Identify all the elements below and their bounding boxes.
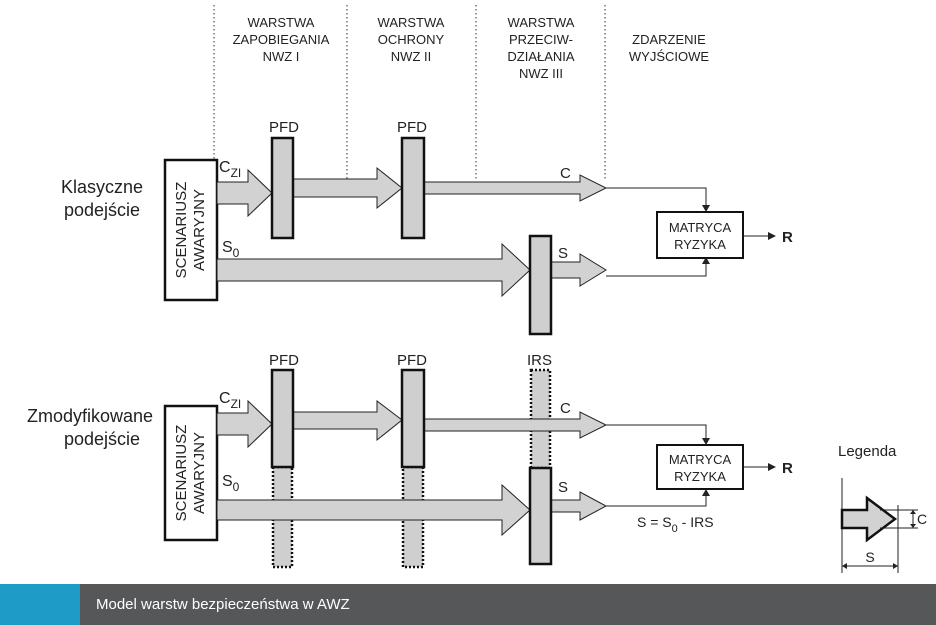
column-header-outcome: ZDARZENIE WYJŚCIOWE <box>629 32 709 64</box>
modified-s0-arrow <box>216 483 531 537</box>
classic-s0-arrow <box>216 242 531 298</box>
classic-c-arrow-seg3 <box>423 174 608 202</box>
modified-scenario-line1: SCENARIUSZ <box>173 425 190 522</box>
modified-pfd2-barrier <box>400 368 426 469</box>
modified-approach: Zmodyfikowane podejście SCENARIUSZ AWARY… <box>27 352 793 569</box>
classic-label-line1: Klasyczne <box>61 177 143 197</box>
modified-irs-label: IRS <box>527 352 552 369</box>
legend-s-label: S <box>865 549 874 565</box>
layer2-line2: OCHRONY <box>378 32 445 47</box>
classic-result-arrow-head <box>768 232 776 240</box>
classic-pfd2-barrier <box>400 136 426 240</box>
modified-c-label: C <box>560 400 571 417</box>
layer3-line3: DZIAŁANIA <box>507 49 575 64</box>
caption-text: Model warstw bezpieczeństwa w AWZ <box>96 596 350 613</box>
modified-pfd2-label: PFD <box>397 352 427 369</box>
outcome-line2: WYJŚCIOWE <box>629 49 709 64</box>
modified-pfd1-barrier <box>270 368 295 469</box>
classic-result-label: R <box>782 229 793 246</box>
legend-c-label: C <box>917 511 927 527</box>
modified-label-line2: podejście <box>64 429 140 449</box>
classic-c-label: C <box>560 165 571 182</box>
classic-approach: Klasyczne podejście SCENARIUSZ AWARYJNY … <box>61 119 793 336</box>
legend-title: Legenda <box>838 443 897 460</box>
layer-of-protection-diagram: WARSTWA ZAPOBIEGANIA NWZ I WARSTWA OCHRO… <box>27 5 927 573</box>
classic-c-arrow-seg2 <box>292 166 403 210</box>
classic-scenario-line2: AWARYJNY <box>191 189 208 271</box>
modified-scenario-line2: AWARYJNY <box>191 432 208 514</box>
classic-c-connector-head <box>702 205 710 212</box>
classic-risk-matrix <box>656 211 744 259</box>
layer3-line2: PRZECIW- <box>509 32 573 47</box>
classic-cz-label: CZI <box>219 159 241 180</box>
classic-c-arrow-seg1 <box>216 168 273 218</box>
legend-arrow <box>840 495 898 543</box>
modified-s-label: S <box>558 479 568 496</box>
legend-s-dim-head-left <box>842 563 847 569</box>
modified-s-barrier <box>528 466 553 566</box>
classic-s-barrier <box>528 234 553 336</box>
modified-matrix-line1: MATRYCA <box>669 452 732 467</box>
column-header-layer1: WARSTWA ZAPOBIEGANIA NWZ I <box>233 15 330 64</box>
classic-s0-label: S0 <box>222 239 240 260</box>
modified-result-arrow-head <box>768 463 776 471</box>
modified-c-arrow-seg2 <box>291 399 403 442</box>
modified-matrix-line2: RYZYKA <box>674 469 726 484</box>
layer1-line3: NWZ I <box>263 49 300 64</box>
layer1-line1: WARSTWA <box>248 15 315 30</box>
outcome-line1: ZDARZENIE <box>632 32 706 47</box>
modified-label-line1: Zmodyfikowane <box>27 406 153 426</box>
classic-matrix-line1: MATRYCA <box>669 220 732 235</box>
classic-pfd2-label: PFD <box>397 119 427 136</box>
modified-s-connector-head <box>702 489 710 496</box>
classic-s-connector-head <box>702 257 710 264</box>
classic-s-label: S <box>558 245 568 262</box>
classic-scenario-line1: SCENARIUSZ <box>173 182 190 279</box>
classic-pfd1-label: PFD <box>269 119 299 136</box>
modified-c-arrow-seg1 <box>216 399 273 449</box>
modified-c-connector-head <box>702 438 710 445</box>
modified-s-connector <box>606 494 707 507</box>
classic-c-connector <box>606 187 707 208</box>
modified-result-label: R <box>782 460 793 477</box>
legend: Legenda C S <box>838 443 927 573</box>
classic-pfd1-barrier <box>270 136 295 240</box>
modified-scenario-box <box>163 404 219 542</box>
classic-matrix-line2: RYZYKA <box>674 237 726 252</box>
layer1-line2: ZAPOBIEGANIA <box>233 32 330 47</box>
classic-scenario-box <box>163 158 219 302</box>
modified-s0-label: S0 <box>222 473 240 494</box>
legend-c-dim-head-bottom <box>910 524 916 528</box>
column-separators <box>213 5 606 180</box>
modified-formula: S = S0 - IRS <box>637 514 714 535</box>
modified-pfd1-label: PFD <box>269 352 299 369</box>
legend-c-dim-head-top <box>910 510 916 514</box>
column-header-layer2: WARSTWA OCHRONY NWZ II <box>378 15 445 64</box>
modified-cz-label: CZI <box>219 390 241 411</box>
layer3-line1: WARSTWA <box>508 15 575 30</box>
caption-accent <box>0 584 80 625</box>
caption-bar: Model warstw bezpieczeństwa w AWZ <box>0 584 936 625</box>
column-header-layer3: WARSTWA PRZECIW- DZIAŁANIA NWZ III <box>507 15 575 81</box>
legend-s-dim-head-right <box>893 563 898 569</box>
layer2-line3: NWZ II <box>391 49 431 64</box>
modified-c-arrow-seg3 <box>423 411 608 439</box>
classic-label-line2: podejście <box>64 200 140 220</box>
layer2-line1: WARSTWA <box>378 15 445 30</box>
modified-s-arrow <box>550 491 608 521</box>
layer3-line4: NWZ III <box>519 66 563 81</box>
classic-s-arrow <box>550 253 607 287</box>
modified-c-connector <box>606 424 707 441</box>
classic-s-connector <box>606 262 707 277</box>
